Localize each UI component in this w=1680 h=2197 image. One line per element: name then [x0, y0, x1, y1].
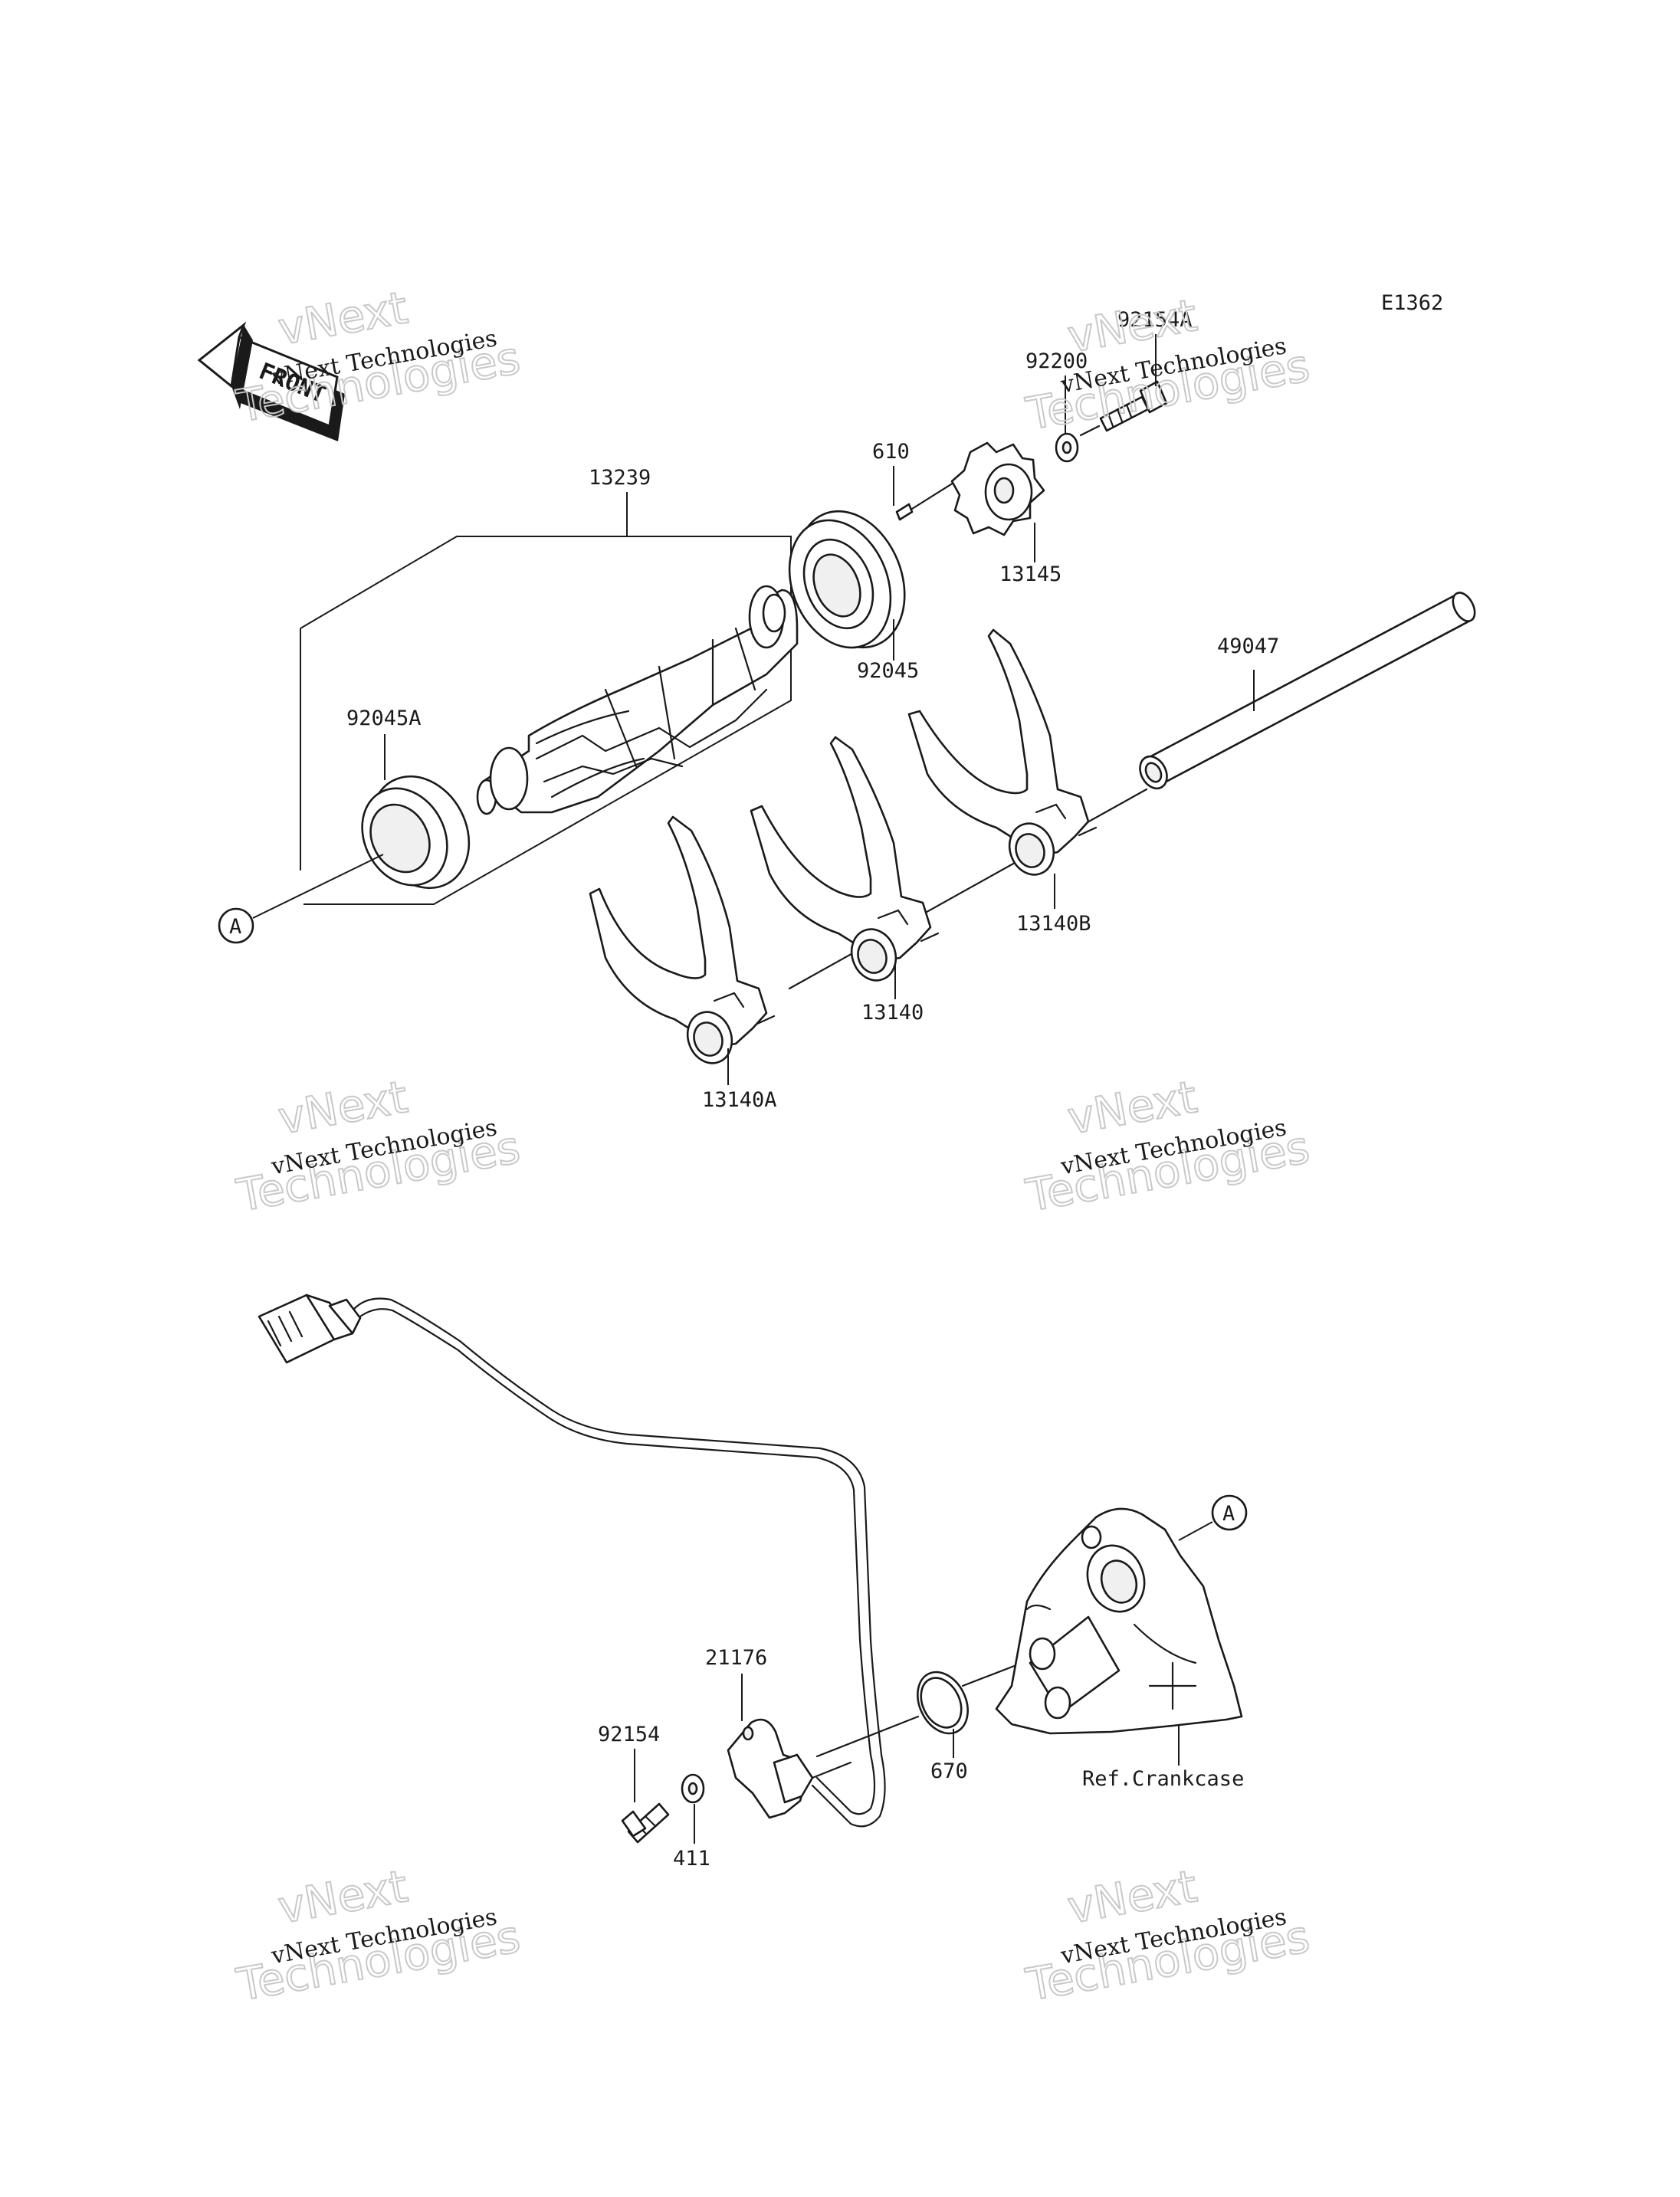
bearing-92045	[788, 510, 906, 649]
label-ref-crankcase: Ref.Crankcase	[1082, 1767, 1244, 1791]
label-13239: 13239	[589, 466, 651, 490]
shift-drum-cam-13145	[950, 441, 1045, 536]
crankcase-reference	[995, 1507, 1243, 1735]
front-arrow-icon: FRONT	[197, 321, 345, 441]
callout-a-upper	[218, 907, 254, 944]
label-21176: 21176	[705, 1646, 767, 1670]
sensor-connector	[258, 1294, 362, 1364]
label-92045: 92045	[857, 659, 919, 683]
label-13145: 13145	[999, 562, 1061, 586]
diagram-code: E1362	[1381, 291, 1443, 315]
label-92200: 92200	[1025, 349, 1088, 373]
shift-fork-13140B	[907, 628, 1098, 876]
label-92154A: 92154A	[1117, 308, 1193, 332]
label-13140: 13140	[861, 1001, 924, 1025]
sensor-harness	[353, 1297, 886, 1828]
watermark-6: vNext Technologies vNext Technologies	[1022, 1859, 1314, 2012]
gear-position-sensor-21176	[727, 1718, 852, 1819]
shift-drum	[476, 585, 799, 815]
watermark-3: vNext Technologies vNext Technologies	[232, 1070, 525, 1222]
label-670: 670	[930, 1759, 968, 1783]
callout-a-lower	[1211, 1494, 1248, 1531]
watermark-4: vNext Technologies vNext Technologies	[1022, 1070, 1314, 1222]
shaft-axis-line	[788, 788, 1148, 990]
label-92045A: 92045A	[346, 707, 422, 730]
callout-a-upper-letter: A	[229, 915, 241, 939]
label-411: 411	[673, 1847, 710, 1871]
label-13140B: 13140B	[1016, 912, 1091, 936]
bolt-92154	[621, 1802, 670, 1844]
callout-a-lower-letter: A	[1222, 1502, 1235, 1526]
shift-fork-13140	[750, 736, 940, 982]
watermark-5: vNext Technologies vNext Technologies	[232, 1859, 525, 2012]
label-610: 610	[872, 440, 910, 464]
bolt-92154A	[1079, 380, 1168, 437]
leader-callout-a-lower	[1178, 1521, 1213, 1541]
shift-fork-13140A	[589, 815, 776, 1064]
label-13140A: 13140A	[702, 1088, 777, 1112]
o-ring-670	[917, 1671, 969, 1735]
oil-seal-92045A	[361, 775, 471, 890]
washer-411	[681, 1773, 705, 1804]
sensor-axis-line	[815, 1715, 920, 1758]
leader-callout-a-upper	[252, 854, 384, 919]
label-49047: 49047	[1217, 635, 1279, 658]
shift-fork-shaft-49047	[1139, 592, 1476, 790]
sensor-harness-inner	[359, 1308, 876, 1815]
washer-92200	[1055, 432, 1079, 463]
label-92154: 92154	[598, 1723, 660, 1746]
